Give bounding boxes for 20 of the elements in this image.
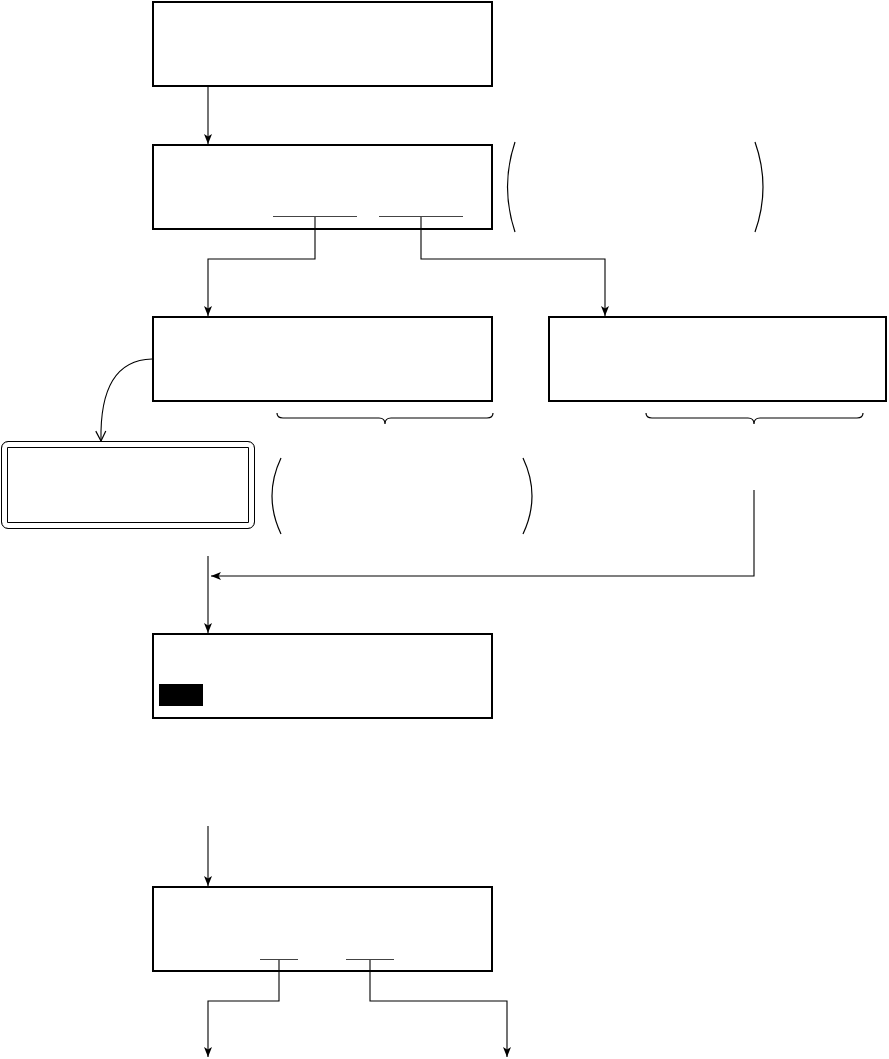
double-rounded-frame (1, 441, 255, 529)
arrow (210, 489, 755, 580)
process-box (152, 316, 493, 402)
process-box (152, 1, 493, 87)
process-box (152, 886, 493, 972)
underline-mark (260, 959, 298, 960)
arrow (204, 216, 316, 317)
arrow (369, 959, 511, 1058)
process-box (152, 633, 493, 719)
underline-mark (273, 216, 357, 217)
arrow (204, 86, 212, 145)
arrow (204, 959, 280, 1058)
process-box (152, 144, 493, 230)
underline-mark (346, 959, 394, 960)
curved-arrow (95, 358, 153, 442)
underline-mark (379, 216, 463, 217)
arrow (204, 825, 212, 887)
process-box (548, 316, 887, 402)
arrow (420, 216, 609, 317)
arrow (204, 555, 212, 634)
